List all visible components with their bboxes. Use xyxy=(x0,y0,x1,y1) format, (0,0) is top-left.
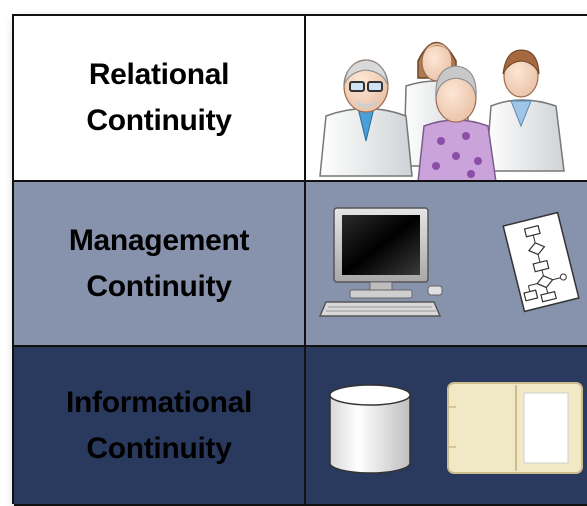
informational-continuity-cell: Informational Continuity xyxy=(14,347,306,506)
informational-continuity-label: Informational Continuity xyxy=(65,385,253,465)
continuity-table: Relational Continuity xyxy=(12,14,587,506)
desktop-computer-icon xyxy=(318,207,443,317)
management-continuity-label: Management Continuity xyxy=(68,223,250,303)
flowchart-document-icon xyxy=(502,211,580,313)
relational-continuity-cell: Relational Continuity xyxy=(14,16,306,182)
management-continuity-cell: Management Continuity xyxy=(14,182,306,347)
care-team-people-icon xyxy=(319,41,565,180)
database-cylinder-icon xyxy=(329,384,411,474)
relational-continuity-illustration xyxy=(306,16,587,182)
informational-continuity-illustration xyxy=(306,347,587,506)
open-folder-icon xyxy=(447,382,583,474)
management-continuity-illustration xyxy=(306,182,587,347)
relational-continuity-label: Relational Continuity xyxy=(86,58,232,137)
